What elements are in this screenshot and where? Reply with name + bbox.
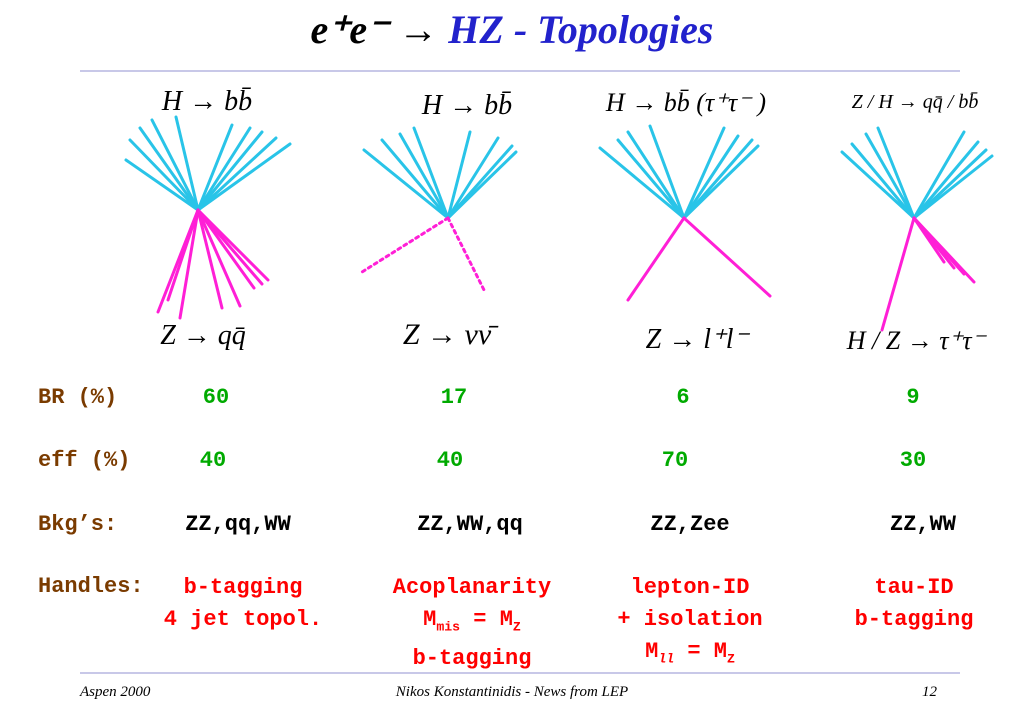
topology-1-bottom-label: Z → qq̄	[160, 320, 246, 351]
upper-jet-line	[174, 115, 200, 212]
upper-jet-line	[912, 140, 980, 220]
lower-jet-line	[446, 216, 486, 292]
topology-diagram-3	[598, 124, 772, 302]
handle-line: Mmis = MZ	[423, 607, 521, 635]
upper-jet-line	[196, 126, 252, 212]
lower-jet-line	[196, 208, 224, 310]
upper-jet-line	[616, 138, 686, 220]
bkg-value-3: ZZ,Zee	[650, 512, 730, 537]
upper-jet-line	[380, 138, 450, 220]
bkg-value-1: ZZ,qq,WW	[185, 512, 291, 537]
row-label-bkg: Bkg’s:	[38, 512, 118, 537]
bkg-value-4: ZZ,WW	[889, 512, 957, 537]
row-label-eff: eff (%)	[38, 448, 131, 473]
bkg-value-2: ZZ,WW,qq	[417, 512, 523, 537]
upper-jet-line	[864, 132, 916, 220]
upper-jet-line	[912, 154, 994, 220]
upper-jet-line	[876, 126, 916, 220]
topology-2-bottom-label: Z → νν̄	[402, 318, 492, 351]
upper-jet-line	[196, 142, 292, 212]
upper-jet-line	[598, 146, 686, 220]
upper-jet-line	[840, 150, 916, 220]
topology-2-top-label: H → bb̄	[421, 90, 513, 121]
title-reaction: e⁺e⁻ →	[310, 7, 439, 52]
upper-jet-line	[128, 138, 200, 212]
handles-cell-1: b-tagging 4 jet topol.	[164, 572, 322, 636]
handle-line: 4 jet topol.	[163, 607, 323, 632]
upper-jet-line	[682, 126, 726, 220]
lower-jet-line	[196, 208, 270, 282]
topology-diagram-2	[360, 126, 518, 292]
footer-divider	[80, 672, 960, 674]
upper-jet-line	[682, 134, 740, 220]
br-value-3: 6	[676, 385, 690, 410]
row-label-handles: Handles:	[38, 574, 144, 599]
handle-line: Acoplanarity	[392, 575, 552, 600]
upper-jet-line	[412, 126, 450, 220]
handle-line: b-tagging	[412, 646, 532, 672]
handle-line: Mll = MZ	[645, 639, 735, 667]
topology-diagram-1	[124, 115, 292, 320]
topology-4-top-label: Z / H → qq̄ / bb̄	[851, 91, 979, 113]
upper-jet-line	[626, 130, 686, 220]
br-value-2: 17	[440, 385, 468, 410]
upper-jet-line	[912, 130, 966, 220]
eff-value-1: 40	[199, 448, 227, 473]
lower-jet-line	[682, 216, 772, 298]
page-title: e⁺e⁻ → HZ - Topologies	[0, 6, 1024, 53]
upper-jet-line	[150, 118, 200, 212]
eff-value-4: 30	[899, 448, 927, 473]
handle-line: b-tagging	[854, 607, 974, 632]
upper-jet-line	[196, 130, 264, 212]
lower-jet-line	[912, 216, 976, 284]
upper-jet-line	[648, 124, 686, 220]
handle-line: tau-ID	[874, 575, 954, 600]
upper-jet-line	[398, 132, 450, 220]
upper-jet-line	[682, 144, 760, 220]
upper-jet-line	[446, 150, 518, 220]
upper-jet-line	[196, 123, 234, 212]
handles-cell-4: tau-ID b-tagging	[855, 572, 974, 636]
footer-left: Aspen 2000	[80, 684, 151, 700]
lower-jet-line	[178, 208, 200, 320]
topology-4-bottom-label: H / Z → τ⁺τ⁻	[846, 326, 986, 355]
title-divider	[80, 70, 960, 72]
title-subtitle: HZ - Topologies	[448, 7, 714, 52]
footer-center: Nikos Konstantinidis - News from LEP	[395, 684, 629, 700]
handle-line: b-tagging	[183, 575, 303, 600]
lower-jet-line	[166, 208, 200, 302]
eff-value-3: 70	[661, 448, 689, 473]
upper-jet-line	[124, 158, 200, 212]
upper-jet-line	[446, 130, 472, 220]
handle-line: + isolation	[617, 607, 763, 632]
topology-1-top-label: H → bb̄	[161, 86, 253, 117]
lower-jet-line	[626, 216, 686, 302]
lower-jet-line	[360, 216, 450, 274]
upper-jet-line	[362, 148, 450, 220]
br-value-1: 60	[202, 385, 230, 410]
upper-jet-line	[138, 126, 200, 212]
topology-diagram-4	[840, 126, 994, 332]
footer-page-number: 12	[922, 684, 937, 700]
lower-jet-line	[196, 208, 242, 308]
upper-jet-line	[850, 142, 916, 220]
row-label-br: BR (%)	[38, 385, 118, 410]
topology-3-top-label: H → bb̄ (τ⁺τ⁻ )	[605, 88, 767, 117]
upper-jet-line	[196, 136, 278, 212]
topology-3-bottom-label: Z → l⁺l⁻	[645, 324, 749, 355]
br-value-4: 9	[906, 385, 920, 410]
lower-jet-line	[880, 216, 916, 332]
eff-value-2: 40	[436, 448, 464, 473]
handle-line: lepton-ID	[630, 575, 750, 600]
upper-jet-line	[446, 136, 500, 220]
